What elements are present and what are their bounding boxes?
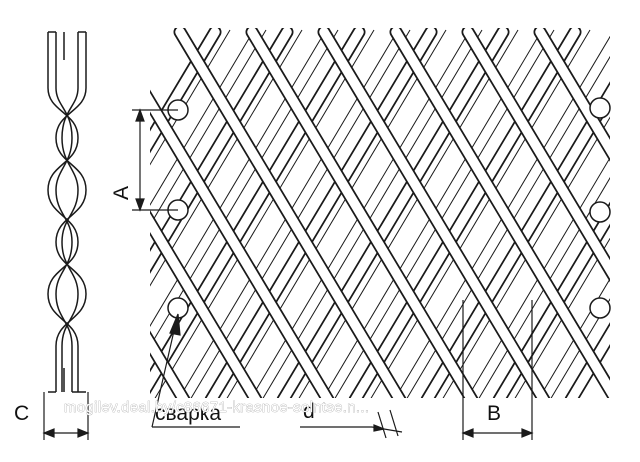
wire-diag-left-core <box>150 28 220 150</box>
wire-diag-left-core <box>206 28 436 398</box>
wire-diag-right-core <box>319 28 549 398</box>
front-wires <box>150 28 610 398</box>
label-c: C <box>14 402 29 425</box>
wire-diag-right <box>389 28 610 398</box>
wire-diag-left-core <box>566 325 610 398</box>
dimension-d <box>300 409 403 439</box>
thin-wire <box>226 29 447 398</box>
wire-mesh <box>150 28 610 398</box>
dim-d-ext-1 <box>377 411 387 439</box>
wire-diag-right <box>461 28 610 283</box>
watermark: mogilev.deal.by/c86671-krasnoe-solntse.n… <box>64 399 369 416</box>
dim-c-arrow-right <box>77 428 90 438</box>
profile-top-fork <box>48 31 86 60</box>
wire-diag-right-outline <box>461 28 610 283</box>
weld-arrow <box>169 313 181 336</box>
wire-diag-left-core <box>350 28 580 398</box>
thin-wire <box>466 156 610 398</box>
wire-diag-right-core <box>247 28 477 398</box>
thin-wire <box>154 29 375 398</box>
weld-leader <box>151 313 240 428</box>
weld-pointer <box>151 321 177 428</box>
dim-d-arrow <box>373 424 387 432</box>
wire-diag-right <box>245 28 479 398</box>
wire-diag-right-core <box>175 28 405 398</box>
label-d: d <box>303 400 315 423</box>
wire-diag-left <box>564 322 610 398</box>
dim-a-arrow-top <box>135 108 145 122</box>
dimension-c <box>42 392 90 440</box>
wire-diag-right <box>533 28 610 162</box>
thin-wire <box>150 29 267 227</box>
dimension-b <box>461 300 534 440</box>
thin-wire <box>298 29 519 398</box>
thin-wire <box>150 29 231 166</box>
wire-diag-right <box>150 210 263 398</box>
label-b: B <box>487 402 501 425</box>
wire-diag-right-core <box>150 333 189 398</box>
wire-diag-left <box>348 28 582 398</box>
wire-diag-right <box>173 28 407 398</box>
thin-wire <box>514 237 610 398</box>
right-edge-loop <box>589 201 611 223</box>
profile-bottom-fork <box>48 368 86 393</box>
label-a: A <box>110 186 133 200</box>
thin-wire <box>370 29 591 398</box>
wire-diag-right-core <box>535 28 610 159</box>
wire-diag-right <box>317 28 551 398</box>
wire-diag-left <box>420 81 610 398</box>
wire-diag-left <box>150 28 366 395</box>
wire-diag-right-core <box>391 28 610 398</box>
dimension-a <box>132 108 178 212</box>
wire-diag-left-core <box>150 28 364 391</box>
profile-strand-right-inner <box>61 32 79 392</box>
wire-diag-right-core <box>463 28 610 279</box>
back-wires <box>150 28 610 398</box>
edge-loops <box>167 97 611 319</box>
wire-diag-left-core <box>422 84 610 398</box>
thin-wire <box>442 116 610 398</box>
wire-diag-left <box>204 28 438 398</box>
wire-diag-right <box>150 89 335 398</box>
dim-b-arrow-right <box>521 428 534 438</box>
wire-profile <box>47 31 87 393</box>
right-edge-loop <box>589 97 611 119</box>
dim-d-ext-2 <box>389 409 399 437</box>
wire-diag-right <box>150 330 191 398</box>
label-weld: сварка <box>155 402 221 425</box>
dim-a-arrow-bottom <box>135 198 145 212</box>
thin-wire <box>150 29 303 287</box>
wire-diag-left-core <box>278 28 508 398</box>
wire-diag-right-core <box>150 213 261 398</box>
dim-c-arrow-left <box>42 428 55 438</box>
right-edge-loop <box>589 297 611 319</box>
dim-b-arrow-left <box>461 428 474 438</box>
wire-diag-right-core <box>150 92 333 398</box>
wire-diag-left <box>276 28 510 398</box>
wire-diag-left <box>150 28 222 154</box>
